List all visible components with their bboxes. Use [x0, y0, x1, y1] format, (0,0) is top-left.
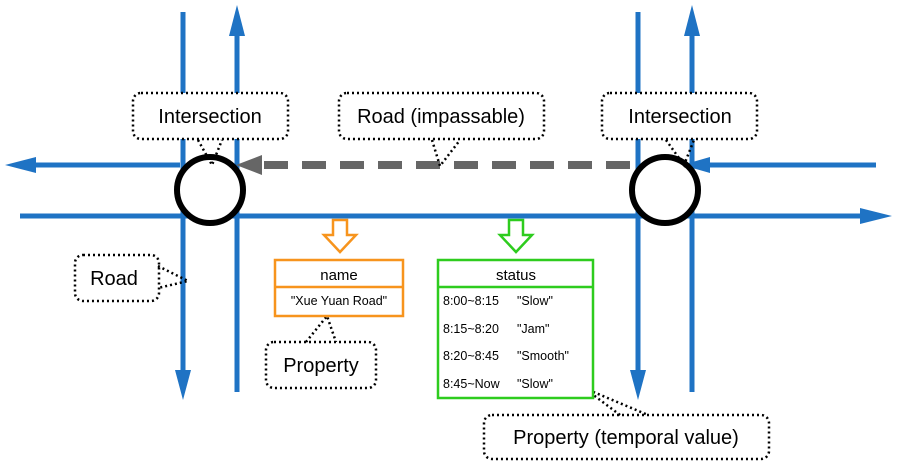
callout-road-impassable-label: Road (impassable) [357, 106, 525, 128]
name-table-value: "Xue Yuan Road" [291, 294, 387, 308]
impassable-road-arrowhead [236, 155, 262, 175]
callout-property-label: Property [283, 355, 359, 377]
callout-property-temporal-label: Property (temporal value) [513, 427, 739, 449]
callout-intersection-left-pointer [196, 139, 224, 168]
callout-road-pointer [157, 264, 192, 290]
callout-intersection-right: Intersection [600, 91, 759, 168]
status-row-value: "Slow" [517, 294, 553, 308]
callout-property-pointer [305, 313, 338, 343]
callout-property-box [264, 340, 378, 390]
road-left-up-arrowhead [229, 5, 245, 36]
intersection-right-node [629, 154, 701, 226]
status-row-time: 8:15~8:20 [443, 322, 499, 336]
callout-road-box [73, 253, 161, 303]
callout-intersection-right-label: Intersection [628, 106, 731, 128]
callout-intersection-right-pointer [664, 139, 696, 168]
callout-property: Property [264, 313, 378, 390]
callout-property-temporal: Property (temporal value) [482, 386, 771, 461]
status-table-box [436, 258, 595, 400]
callout-property-temporal-box [482, 413, 771, 461]
status-property-table: status 8:00~8:15 "Slow" 8:15~8:20 "Jam" … [436, 218, 595, 400]
road-left-down-arrowhead [175, 370, 191, 400]
road-right-up-arrowhead [684, 5, 700, 36]
status-row-value: "Jam" [517, 322, 550, 336]
callout-intersection-left-label: Intersection [158, 106, 261, 128]
status-row-value: "Smooth" [517, 349, 569, 363]
status-row-time: 8:20~8:45 [443, 349, 499, 363]
status-row-time: 8:00~8:15 [443, 294, 499, 308]
name-table-header: name [320, 267, 358, 284]
status-table-header: status [496, 267, 536, 284]
intersection-left-node [174, 154, 246, 226]
road-top-right-arrowhead [682, 157, 710, 173]
status-down-arrow [497, 218, 535, 254]
callout-road-label: Road [90, 268, 138, 290]
impassable-road [236, 155, 630, 175]
road-top-left-arrowhead [5, 157, 36, 173]
status-row-value: "Slow" [517, 377, 553, 391]
callout-road-impassable: Road (impassable) [337, 91, 546, 169]
callout-intersection-left: Intersection [131, 91, 290, 168]
road-bottom-arrowhead [860, 208, 892, 224]
callout-intersection-left-box [131, 91, 290, 141]
status-row-time: 8:45~Now [443, 377, 501, 391]
name-property-table: name "Xue Yuan Road" [273, 218, 405, 318]
road-right-down-arrowhead [630, 370, 646, 400]
callout-road-impassable-box [337, 91, 546, 141]
name-down-arrow [321, 218, 359, 254]
callout-road: Road [73, 253, 192, 303]
callout-intersection-right-box [600, 91, 759, 141]
